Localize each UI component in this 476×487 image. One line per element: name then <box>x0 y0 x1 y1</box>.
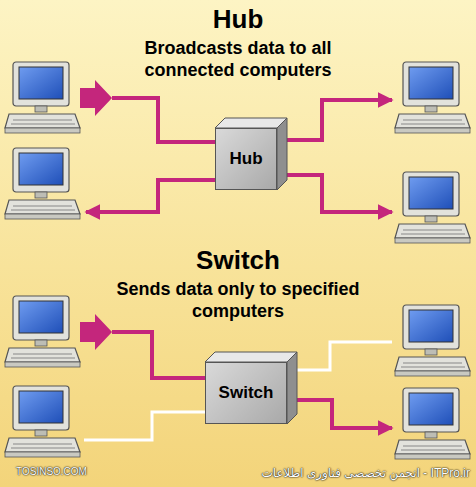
data-path <box>80 80 392 212</box>
switch-box: Switch <box>205 362 287 424</box>
computer <box>395 62 470 133</box>
box-top <box>215 118 287 128</box>
section-title: Switch <box>138 245 338 276</box>
computer <box>5 62 80 133</box>
computer <box>5 296 80 367</box>
data-path <box>80 314 392 440</box>
computer <box>5 386 80 457</box>
section-title: Hub <box>138 4 338 35</box>
hub-box: Hub <box>215 128 277 190</box>
watermark: انجمن تخصصی فناوری اطلاعات - ITPro.ir <box>261 466 470 480</box>
computer <box>395 172 470 243</box>
device-label: Hub <box>229 149 262 169</box>
watermark: TOSINSO.COM <box>16 466 87 478</box>
device-label: Switch <box>219 383 274 403</box>
section-subtitle: Sends data only to specified computers <box>113 279 363 322</box>
computer <box>5 148 80 219</box>
computer <box>395 388 470 459</box>
computer <box>395 305 470 376</box>
section-subtitle: Broadcasts data to all connected compute… <box>113 38 363 81</box>
box-side <box>277 118 287 190</box>
box-side <box>287 352 297 424</box>
box-top <box>205 352 297 362</box>
